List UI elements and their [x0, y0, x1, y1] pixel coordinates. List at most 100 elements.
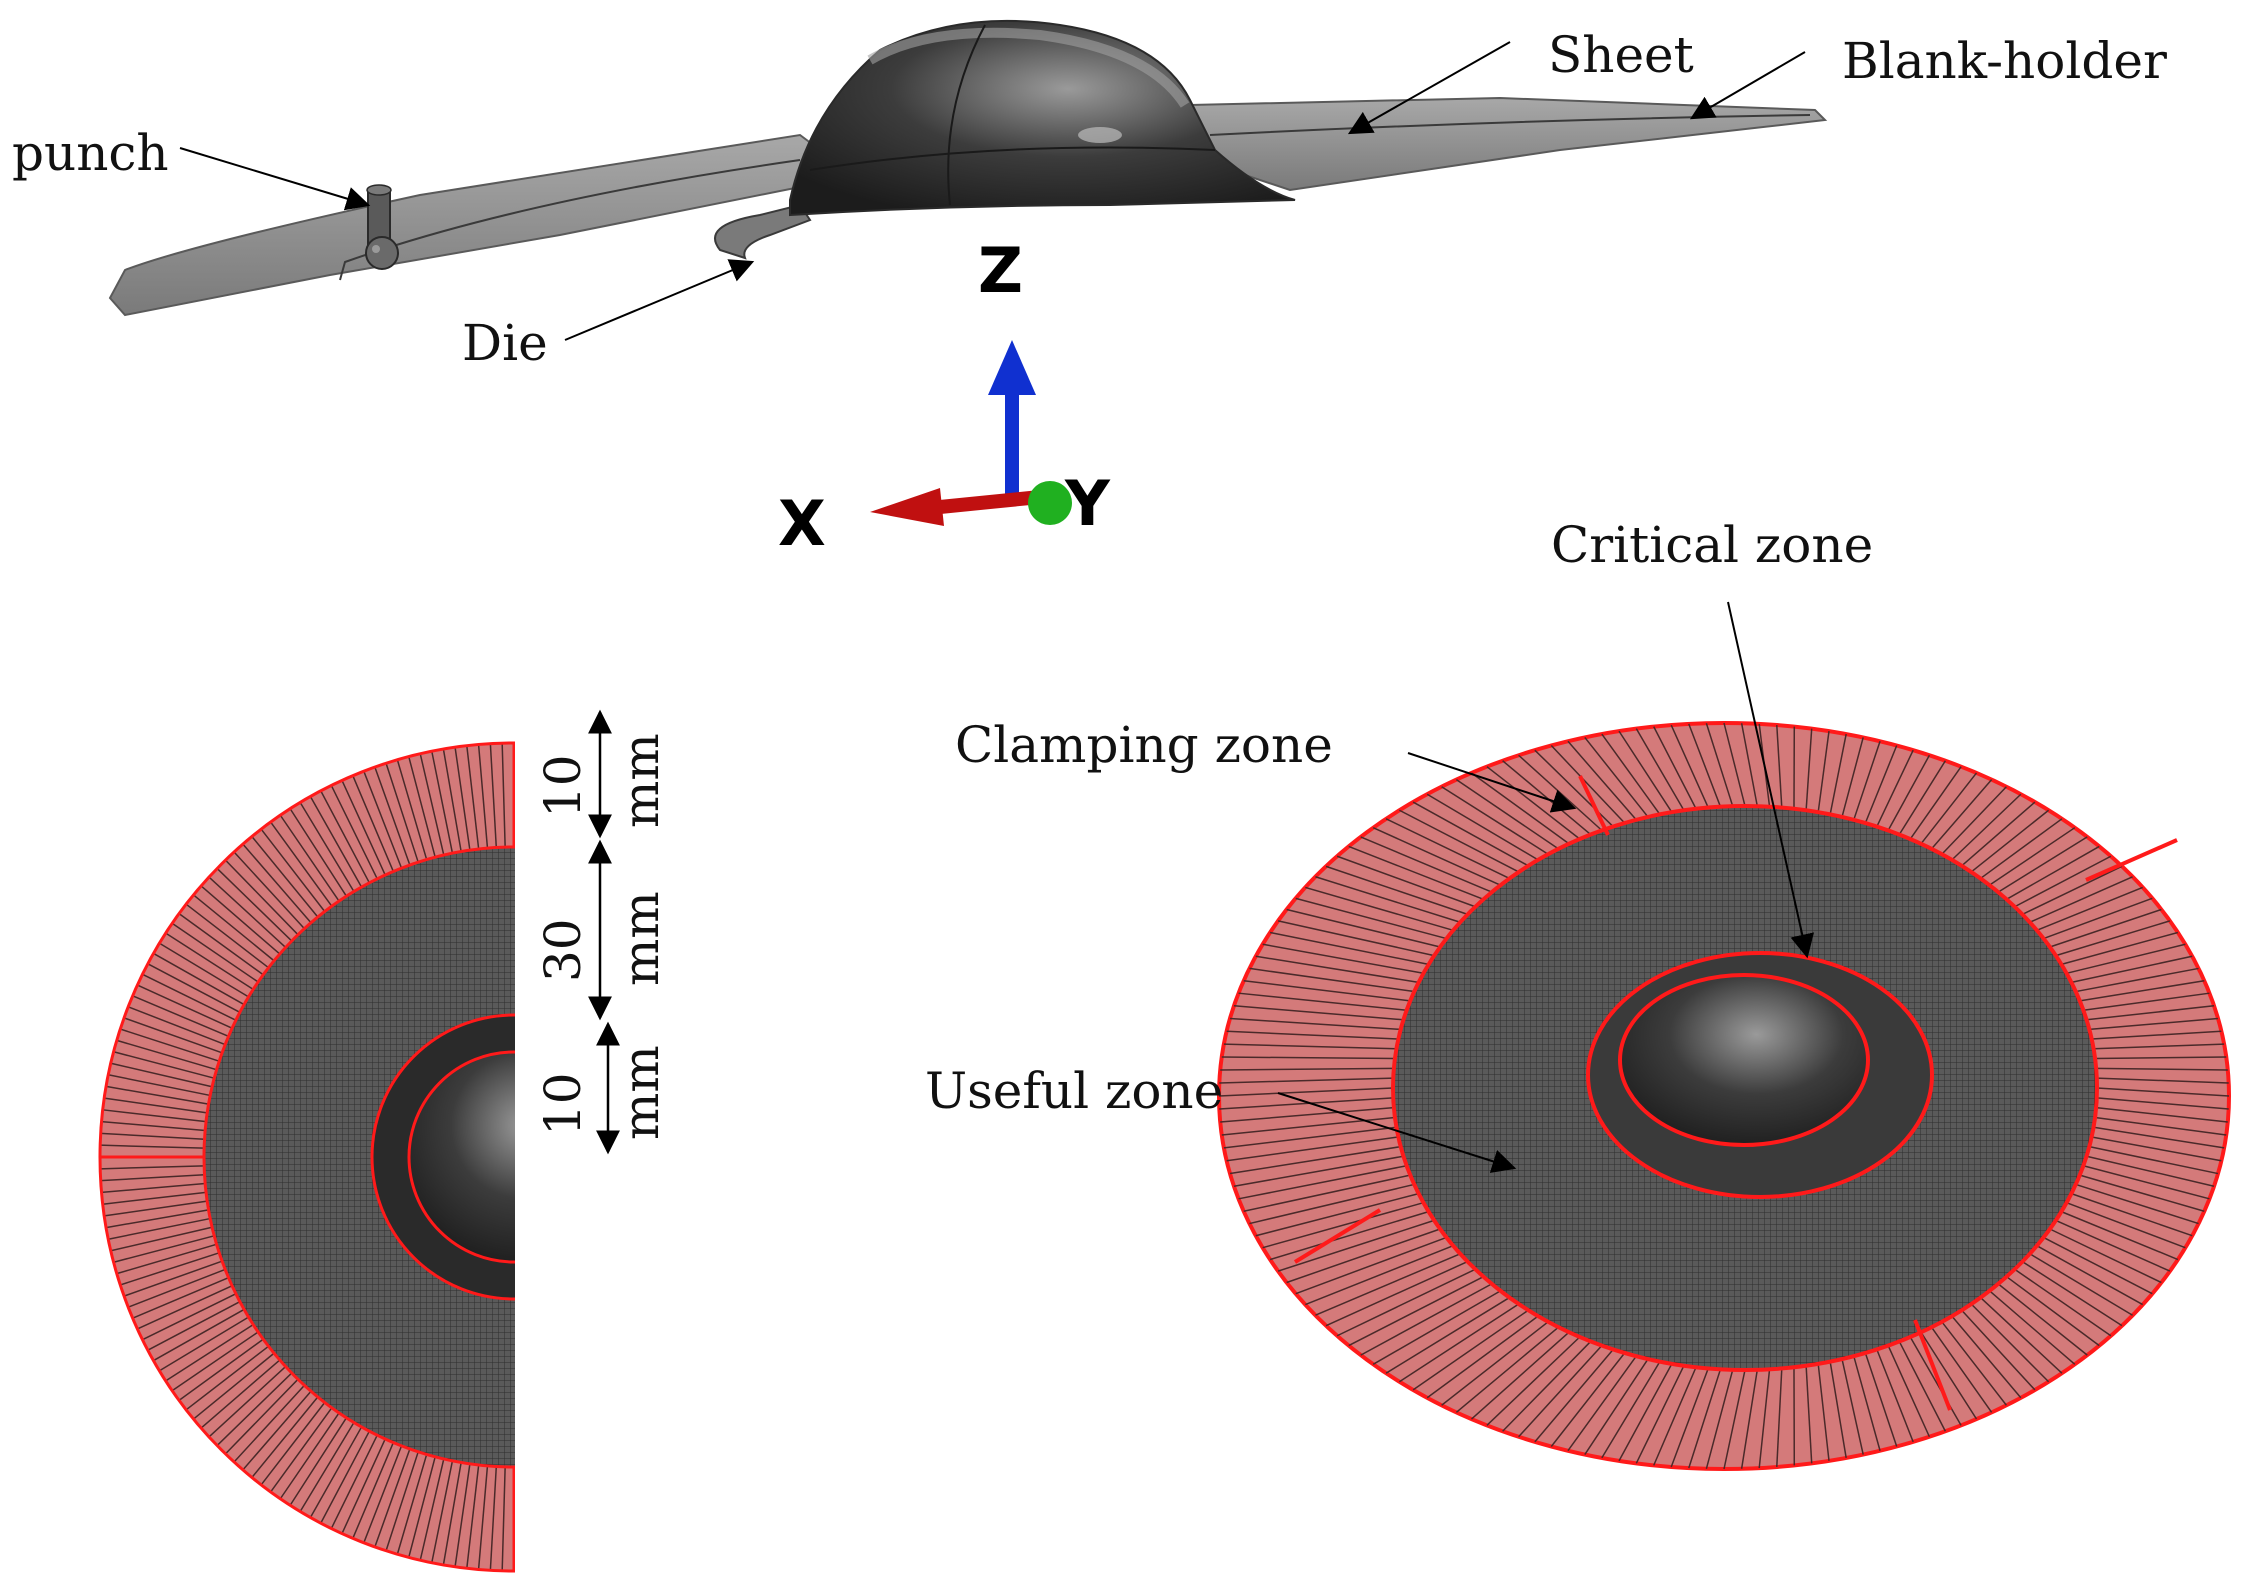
mesh-spoke — [1670, 724, 1709, 808]
sheet-dome — [789, 19, 1296, 217]
mesh-spoke — [260, 1402, 326, 1486]
mesh-spoke — [2055, 920, 2171, 957]
mesh-spoke — [1618, 730, 1673, 813]
mesh-spoke — [1286, 908, 1441, 948]
mesh-spoke — [1635, 728, 1685, 811]
mesh-spoke — [1220, 1106, 1394, 1123]
punch-tool — [365, 184, 399, 270]
mesh-spoke — [1226, 1030, 1399, 1040]
mesh-spoke — [2021, 1260, 2123, 1327]
full-clamping-spokes — [1218, 722, 2230, 1470]
mesh-spoke — [1601, 1361, 1661, 1459]
mesh-spoke — [1412, 1309, 1529, 1391]
mesh-spoke — [251, 836, 319, 918]
mesh-spoke — [1471, 1331, 1570, 1420]
mesh-spoke — [1688, 723, 1722, 807]
axis-x-label: X — [778, 487, 826, 560]
mesh-spoke — [1502, 1340, 1592, 1432]
mesh-spoke — [147, 1301, 241, 1351]
mesh-spoke — [1970, 1303, 2050, 1383]
mesh-spoke — [1534, 1348, 1614, 1443]
mesh-spoke — [1941, 786, 2007, 855]
mesh-spoke — [2083, 992, 2210, 1012]
mesh-spoke — [330, 1434, 378, 1529]
dim-2-value: 30 — [534, 918, 592, 982]
mesh-spoke — [208, 1366, 287, 1438]
mesh-spoke — [123, 1260, 223, 1297]
mesh-spoke — [1829, 1361, 1847, 1459]
label-useful-zone: Useful zone — [925, 1062, 1223, 1120]
mesh-spoke — [270, 1407, 333, 1493]
mesh-spoke — [108, 1074, 211, 1097]
mesh-spoke — [363, 770, 403, 869]
mesh-spoke — [100, 1144, 205, 1149]
dim-2-unit: mm — [612, 891, 670, 986]
mesh-spoke — [2086, 1155, 2215, 1187]
mesh-spoke — [1315, 1253, 1461, 1316]
mesh-spoke — [1360, 1283, 1493, 1356]
mesh-spoke — [1255, 955, 1419, 984]
mesh-spoke — [330, 785, 378, 880]
mesh-spoke — [1550, 744, 1626, 824]
sheet-right-flange — [1188, 96, 1828, 192]
mesh-spoke — [1219, 1077, 1394, 1084]
mesh-spoke — [132, 1276, 229, 1319]
mesh-spoke — [1426, 793, 1539, 861]
mesh-spoke — [2093, 1043, 2225, 1050]
mesh-spoke — [102, 1109, 207, 1123]
mesh-spoke — [1961, 801, 2036, 867]
mesh-spoke — [2086, 1005, 2215, 1021]
critical-zone-leader — [1727, 601, 1815, 959]
clamping-zone-leader — [1407, 752, 1577, 813]
mesh-spoke — [193, 894, 275, 962]
half-useful-zone — [204, 847, 515, 1467]
mesh-spoke — [2075, 1183, 2199, 1225]
label-punch: punch — [12, 124, 169, 182]
mesh-spoke — [1930, 779, 1993, 850]
label-critical-zone: Critical zone — [1551, 516, 1873, 574]
mesh-spoke — [2049, 908, 2162, 948]
mesh-spoke — [299, 1422, 355, 1512]
mesh-spoke — [2066, 1201, 2186, 1249]
mesh-spoke — [2061, 1210, 2179, 1261]
mesh-spoke — [132, 995, 229, 1038]
mesh-spoke — [1653, 1366, 1697, 1466]
mesh-spoke — [153, 1308, 245, 1362]
mesh-spoke — [1295, 897, 1447, 940]
mesh-spoke — [2096, 1067, 2228, 1071]
mesh-spoke — [2089, 1145, 2219, 1175]
useful-zone-leader — [1277, 1092, 1517, 1173]
mesh-spoke — [2096, 1077, 2229, 1084]
mesh-spoke — [2079, 979, 2205, 1002]
mesh-spoke — [1243, 1174, 1411, 1212]
mesh-spoke — [1909, 766, 1962, 840]
mesh-spoke — [1286, 1228, 1441, 1284]
mesh-spoke — [408, 1456, 436, 1558]
x-axis-arrow — [929, 490, 1041, 515]
mesh-spoke — [2095, 1056, 2227, 1060]
mesh-spoke — [431, 751, 454, 854]
mesh-spoke — [185, 903, 269, 969]
mesh-spoke — [105, 1085, 209, 1105]
mesh-spoke — [2096, 1087, 2230, 1097]
mesh-spoke — [396, 1454, 428, 1555]
mesh-spoke — [1989, 827, 2076, 886]
mesh-spoke — [442, 748, 462, 852]
z-arrowhead — [988, 340, 1036, 395]
mesh-spoke — [1502, 760, 1592, 836]
mesh-spoke — [352, 1442, 395, 1539]
mesh-spoke — [2075, 967, 2199, 993]
mesh-spoke — [159, 942, 249, 998]
half-dome — [409, 1052, 515, 1262]
mesh-spoke — [320, 790, 370, 884]
mesh-spoke — [2006, 845, 2100, 900]
y-axis-ball — [1028, 481, 1072, 525]
mesh-spoke — [101, 1182, 206, 1194]
mesh-spoke — [2014, 1268, 2112, 1337]
mesh-spoke — [2071, 955, 2193, 984]
mesh-spoke — [108, 1217, 211, 1240]
mesh-spoke — [1817, 1363, 1830, 1461]
mesh-spoke — [2093, 1126, 2225, 1149]
mesh-spoke — [1518, 1345, 1603, 1438]
mesh-spoke — [165, 932, 254, 991]
